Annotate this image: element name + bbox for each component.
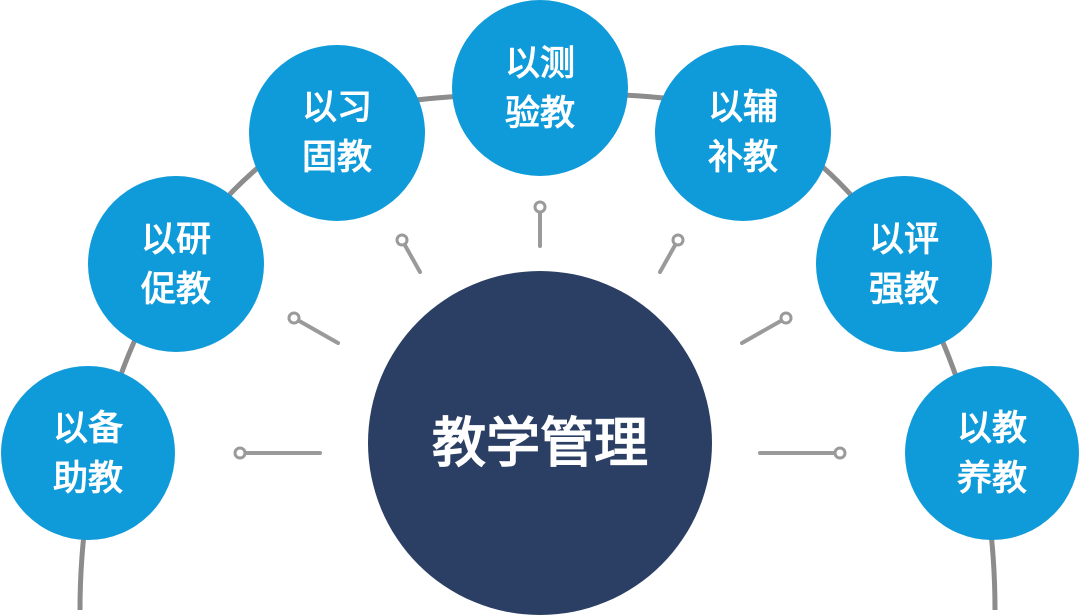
node-evaluate-line1: 以评: [869, 220, 939, 260]
node-nurture-line1: 以教: [957, 409, 1027, 449]
spoke-upper-left: [287, 311, 340, 345]
spoke-right: [758, 446, 847, 460]
spoke-top-left: [395, 233, 422, 274]
node-test-line1: 以测: [505, 44, 575, 84]
center-node: 教学管理: [368, 271, 712, 615]
node-research: 以研 促教: [88, 176, 264, 352]
node-prepare: 以备 助教: [1, 366, 175, 540]
node-practice-line2: 固教: [302, 138, 372, 178]
spoke-top: [533, 200, 547, 248]
node-evaluate-line2: 强教: [869, 270, 939, 310]
node-tutor: 以辅 补教: [655, 45, 831, 221]
node-nurture: 以教 养教: [905, 366, 1079, 540]
node-tutor-line2: 补教: [708, 138, 778, 178]
node-practice: 以习 固教: [249, 45, 425, 221]
spoke-upper-right: [740, 311, 793, 345]
node-research-line2: 促教: [140, 270, 211, 310]
node-prepare-line1: 以备: [53, 409, 124, 449]
spokes: [233, 200, 847, 460]
spoke-left: [233, 446, 322, 460]
spoke-top-right: [658, 233, 685, 274]
node-research-line1: 以研: [141, 220, 211, 260]
node-practice-line1: 以习: [302, 88, 372, 128]
node-test: 以测 验教: [452, 0, 628, 176]
node-prepare-line2: 助教: [53, 459, 123, 499]
node-evaluate: 以评 强教: [816, 176, 992, 352]
node-tutor-line1: 以辅: [708, 88, 778, 128]
node-test-line2: 验教: [505, 94, 575, 134]
node-nurture-line2: 养教: [957, 459, 1027, 499]
center-label: 教学管理: [432, 412, 648, 475]
